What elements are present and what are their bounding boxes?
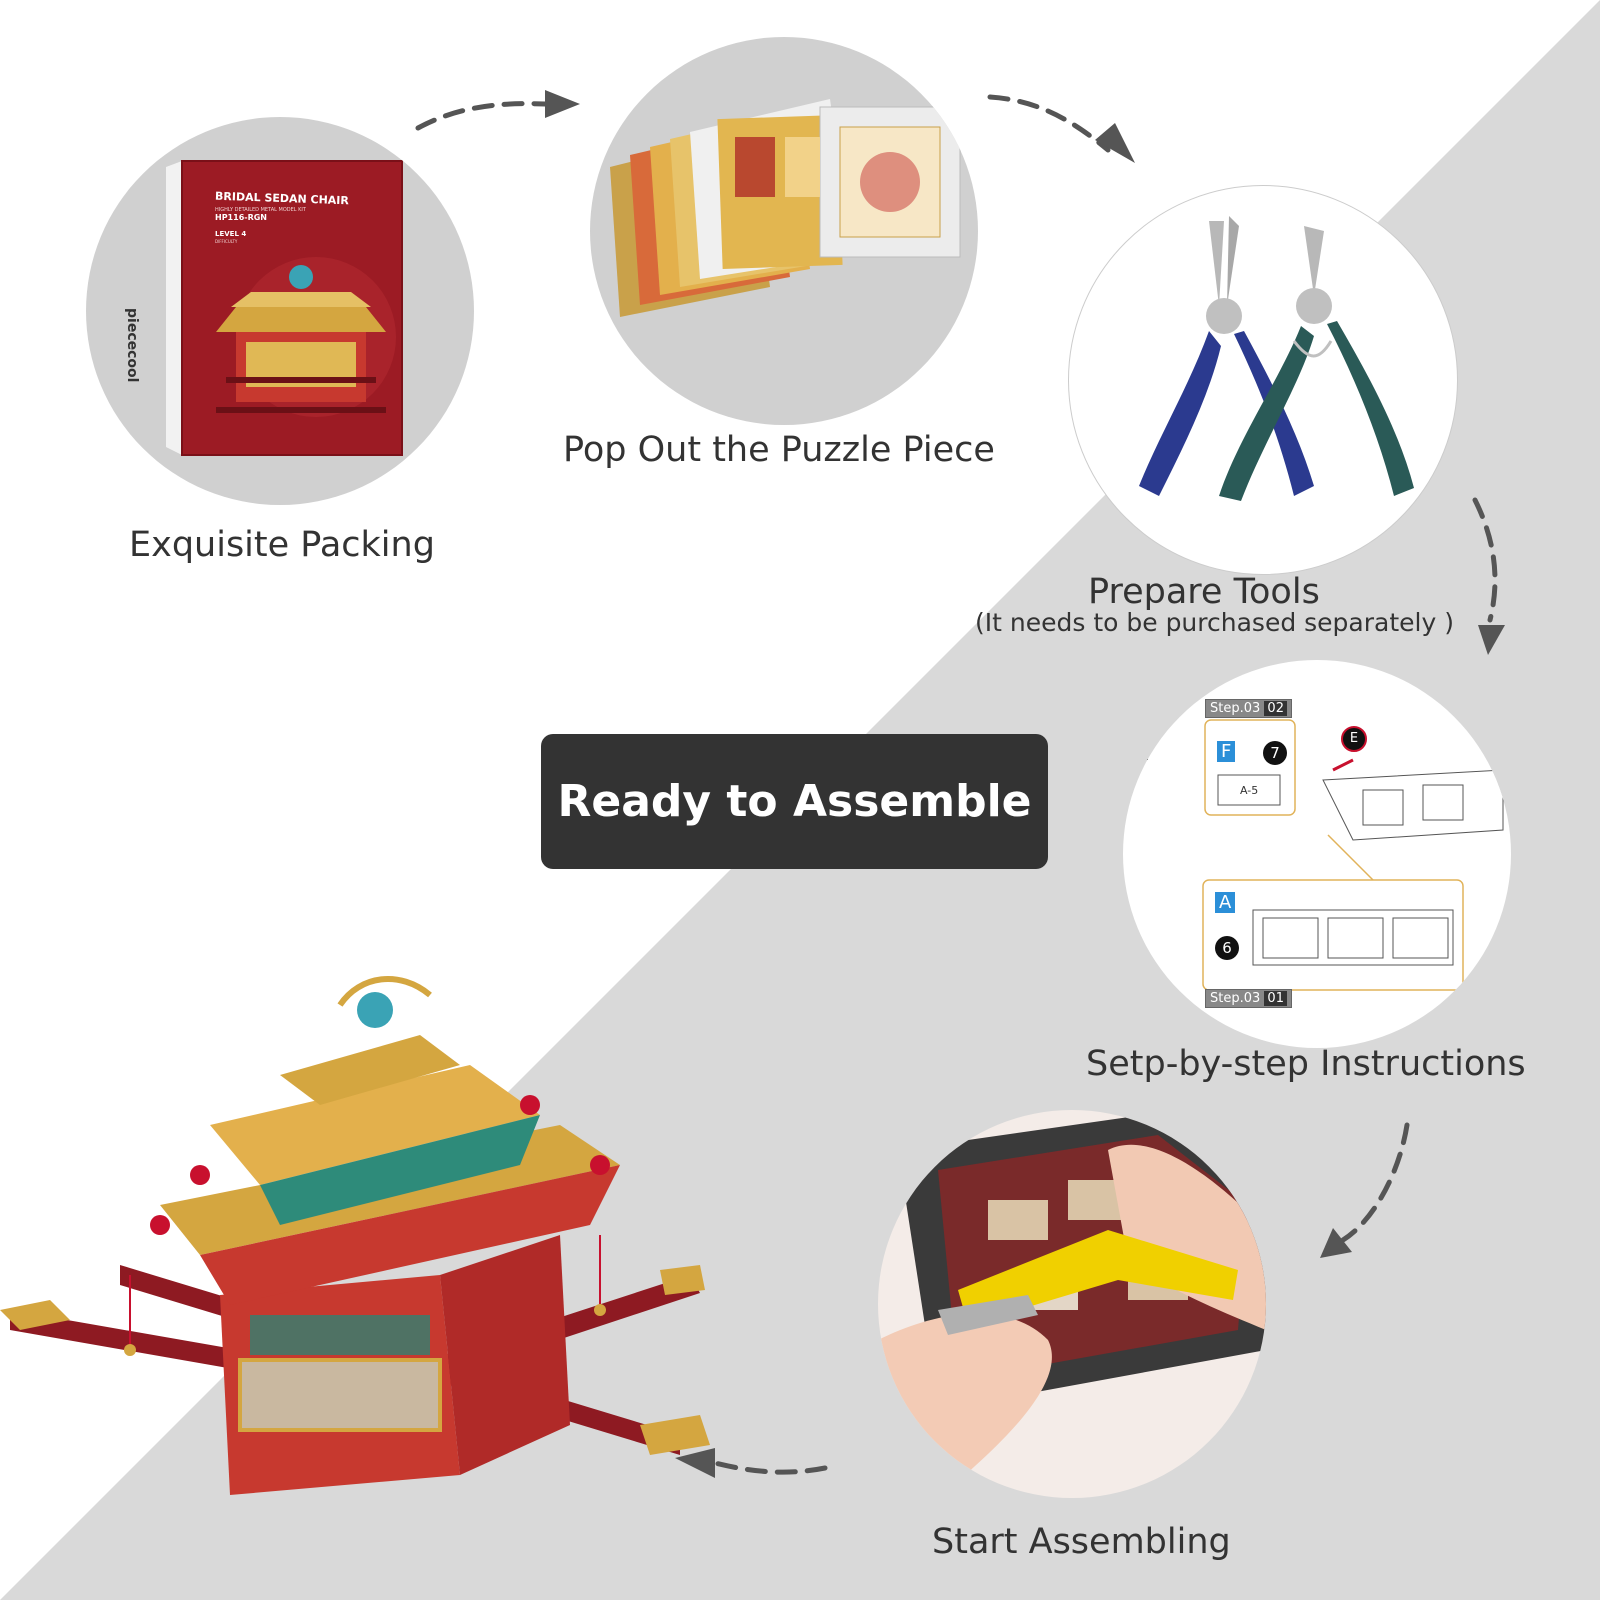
part-a-badge: A — [1215, 892, 1236, 913]
packing-box-brand: piececool — [124, 308, 140, 383]
packing-box-level: LEVEL 4 — [215, 230, 247, 238]
packing-box-difficulty: DIFFICULTY — [215, 239, 238, 244]
step-label-tools: Prepare Tools — [1088, 572, 1320, 612]
step-top-label: Step.03 02 — [1205, 699, 1292, 718]
step-label-instructions: Setp-by-step Instructions — [1086, 1044, 1526, 1084]
sedan-chair-model — [0, 976, 710, 1495]
step-bottom-text: Step.03 — [1210, 991, 1261, 1006]
step-bottom-num: 01 — [1264, 991, 1287, 1006]
step-label-pop-out: Pop Out the Puzzle Piece — [563, 430, 995, 470]
num-7-badge: 7 — [1263, 741, 1287, 765]
packing-box-subtitle: HIGHLY DETAILED METAL MODEL KIT — [215, 207, 306, 213]
step-label-assembling: Start Assembling — [932, 1522, 1231, 1562]
step-label-packing: Exquisite Packing — [129, 525, 435, 565]
part-e-badge: E — [1341, 726, 1367, 752]
tools-circle — [1068, 185, 1458, 575]
step-note-tools: (It needs to be purchased separately ) — [975, 608, 1454, 637]
num-6-badge: 6 — [1215, 936, 1239, 960]
step-top-text: Step.03 — [1210, 701, 1261, 716]
step-top-num: 02 — [1264, 701, 1287, 716]
step-bottom-label: Step.03 01 — [1205, 989, 1292, 1008]
packing-box-model: HP116-RGN — [215, 213, 267, 222]
instructions-circle — [1123, 660, 1511, 1048]
part-f-badge: F — [1217, 741, 1236, 762]
ready-to-assemble-text: Ready to Assemble — [557, 776, 1032, 827]
ready-to-assemble-badge: Ready to Assemble — [541, 734, 1048, 869]
puzzle-sheets-circle — [590, 37, 978, 425]
assembling-circle — [878, 1110, 1266, 1498]
part-a5-label: A-5 — [1240, 784, 1259, 797]
packing-circle — [86, 117, 474, 505]
